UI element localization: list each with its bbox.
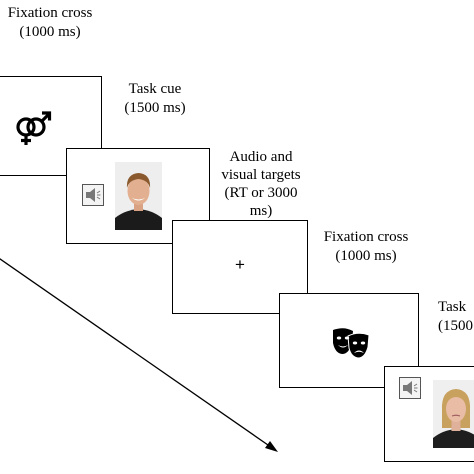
step3-line4: ms) (249, 203, 273, 219)
step1-duration: (1000 ms) (19, 24, 81, 40)
male-face-photo (115, 162, 162, 230)
step2-label: Task cue (1500 ms) (110, 80, 200, 118)
step5-label: Task (1500 (438, 298, 473, 336)
plus-icon: + (235, 255, 245, 274)
step3-line1: Audio and (229, 149, 293, 165)
step3-label: Audio and visual targets (RT or 3000 ms) (214, 148, 308, 220)
step3-line2: visual targets (221, 167, 301, 183)
female-face-photo (433, 380, 474, 448)
step5-duration: (1500 (438, 318, 473, 334)
gender-symbols-icon (16, 111, 52, 145)
step3-line3: (RT or 3000 (224, 185, 298, 201)
speaker-icon (82, 184, 104, 206)
step2-duration: (1500 ms) (124, 100, 186, 116)
step4-title: Fixation cross (323, 229, 409, 245)
step1-title: Fixation cross (7, 5, 93, 21)
theatre-masks-icon (333, 328, 370, 359)
step5-title: Task (438, 299, 467, 315)
step4-duration: (1000 ms) (335, 248, 397, 264)
step4-label: Fixation cross (1000 ms) (318, 228, 414, 266)
speaker-icon (399, 377, 421, 399)
step2-title: Task cue (128, 81, 182, 97)
target-frame-female (384, 366, 474, 462)
step1-label: Fixation cross (1000 ms) (0, 4, 100, 42)
